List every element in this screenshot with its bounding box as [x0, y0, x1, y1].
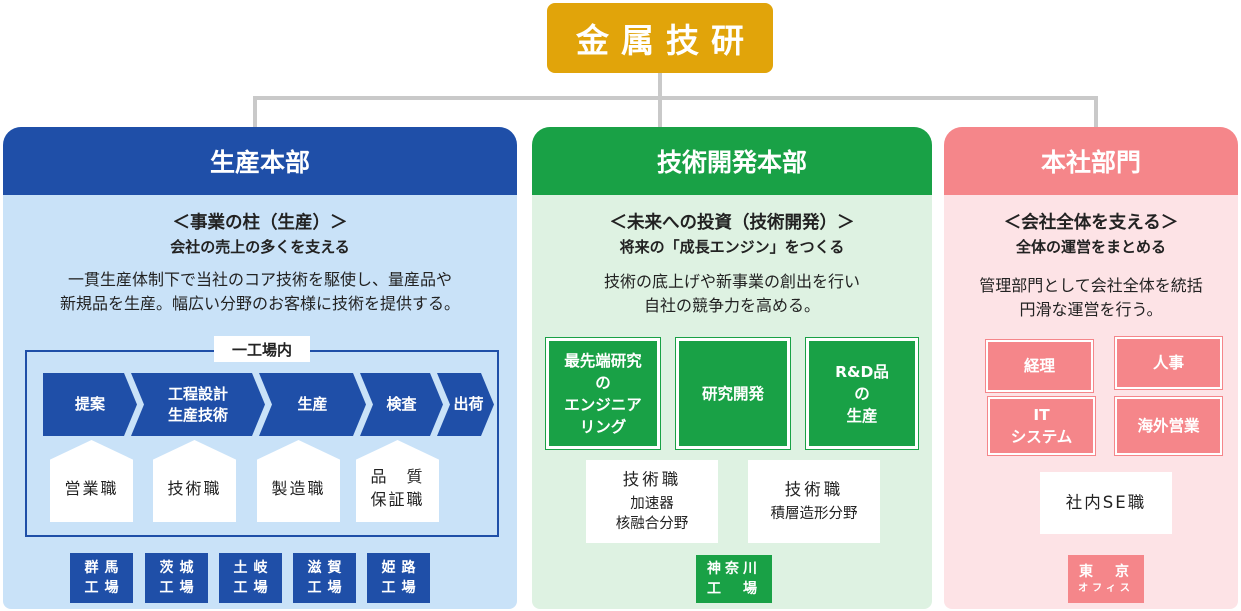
production-tagline: ＜事業の柱（生産）＞ — [172, 212, 348, 233]
site-label: 東 京 — [1079, 564, 1133, 580]
dept-overseas-sales: 海外営業 — [1114, 396, 1223, 456]
dept-it-system: IT システム — [987, 396, 1096, 456]
site-himeji: 姫路 工場 — [367, 553, 430, 603]
tech-box-label: 研究開発 — [701, 384, 764, 403]
tech-box-label: 最先端研究 — [564, 351, 642, 370]
tech-box-label: 生産 — [846, 406, 878, 425]
dept-label: 人事 — [1152, 354, 1184, 372]
tech-role-field: 核融合分野 — [615, 515, 689, 532]
role-label: 保証職 — [370, 490, 425, 509]
production-header: 生産本部 — [3, 127, 517, 195]
hq-desc-line2: 円滑な運営を行う。 — [1019, 300, 1163, 319]
site-ibaraki: 茨城 工場 — [145, 553, 208, 603]
hq-header: 本社部門 — [944, 127, 1238, 195]
connector-middle — [658, 96, 662, 130]
dept-accounting: 経理 — [985, 339, 1094, 393]
tech-box-advanced-engineering: 最先端研究 の エンジニア リング — [545, 337, 661, 450]
connector-right — [1094, 96, 1098, 130]
flow-step-proposal: 提案 — [43, 373, 137, 436]
site-label: 工場 — [381, 580, 422, 596]
dept-label: 海外営業 — [1137, 417, 1200, 435]
site-label: 工場 — [84, 580, 125, 596]
role-engineer: 技術職 — [153, 440, 236, 522]
tech-box-rnd-production: R&D品 の 生産 — [805, 337, 919, 450]
flow-step-production: 生産 — [259, 373, 366, 436]
flow-step-label: 検査 — [386, 395, 417, 413]
flow-step-inspection: 検査 — [360, 373, 443, 436]
site-label: 工場 — [307, 580, 348, 596]
tech-subline: 将来の「成長エンジン」をつくる — [619, 237, 845, 256]
site-label: 茨城 — [159, 560, 200, 576]
tech-title: 技術開発本部 — [656, 148, 807, 177]
role-label: 製造職 — [271, 478, 326, 498]
production-desc-line2: 新規品を生産。幅広い分野のお客様に技術を提供する。 — [59, 294, 460, 313]
dept-label: 経理 — [1023, 357, 1055, 375]
tech-box-label: の — [595, 373, 611, 392]
hq-title: 本社部門 — [1040, 148, 1141, 177]
tech-desc-line2: 自社の競争力を高める。 — [643, 296, 820, 315]
site-shiga: 滋賀 工場 — [293, 553, 356, 603]
site-label: 工場 — [159, 580, 200, 596]
flow-step-label: 生産 — [297, 395, 328, 413]
hq-subline: 全体の運営をまとめる — [1015, 237, 1166, 256]
site-label: 姫路 — [381, 560, 422, 576]
tech-role-title: 技術職 — [622, 469, 682, 489]
tech-role-field: 積層造形分野 — [770, 505, 858, 522]
tech-role-field: 加速器 — [630, 495, 674, 512]
flow-step-label: 工程設計 — [167, 384, 228, 403]
tech-box-rnd: 研究開発 — [675, 337, 791, 450]
role-quality-assurance: 品 質 保証職 — [356, 440, 439, 522]
site-label: オフィス — [1078, 583, 1134, 594]
connector-left — [253, 96, 257, 130]
tech-box-label: の — [854, 384, 870, 403]
role-manufacturing: 製造職 — [257, 440, 340, 522]
flow-step-process-design: 工程設計 生産技術 — [131, 373, 265, 436]
flow-step-label: 生産技術 — [167, 405, 228, 424]
connector-vertical-top — [658, 73, 662, 98]
factory-label: 一工場内 — [214, 336, 310, 362]
tech-tagline: ＜未来への投資（技術開発）＞ — [609, 212, 855, 233]
tech-box-label: リング — [579, 417, 627, 436]
site-label: 神奈川 — [707, 561, 761, 577]
dept-label: IT — [1033, 406, 1050, 424]
flow-step-shipping: 出荷 — [437, 373, 494, 436]
site-kanagawa: 神奈川 工 場 — [696, 555, 772, 603]
tech-box-label: R&D品 — [835, 362, 889, 381]
tech-desc-line1: 技術の底上げや新事業の創出を行い — [603, 272, 860, 291]
role-label: 営業職 — [64, 478, 119, 498]
flow-step-label: 出荷 — [453, 395, 484, 413]
site-label: 土岐 — [233, 560, 274, 576]
production-subline: 会社の売上の多くを支える — [170, 237, 350, 256]
company-name: 金属技研 — [576, 21, 756, 60]
role-label: 技術職 — [167, 478, 222, 498]
role-label: 品 質 — [370, 467, 425, 486]
flow-step-label: 提案 — [74, 395, 105, 413]
tech-role-additive: 技術職 積層造形分野 — [748, 460, 880, 543]
site-label: 工場 — [233, 580, 274, 596]
connector-horizontal — [253, 96, 1098, 100]
hq-role-se: 社内SE職 — [1040, 472, 1172, 534]
hq-desc-line1: 管理部門として会社全体を統括 — [979, 276, 1203, 295]
site-label: 群馬 — [84, 560, 125, 576]
site-gunma: 群馬 工場 — [70, 553, 133, 603]
site-label: 工 場 — [707, 581, 761, 597]
tech-box-label: エンジニア — [564, 395, 642, 414]
production-title: 生産本部 — [209, 148, 310, 177]
company-box: 金属技研 — [547, 3, 773, 73]
hq-tagline: ＜会社全体を支える＞ — [1003, 212, 1179, 233]
tech-header: 技術開発本部 — [532, 127, 932, 195]
dept-hr: 人事 — [1114, 336, 1223, 390]
hq-role-label: 社内SE職 — [1065, 493, 1147, 512]
site-tokyo-office: 東 京 オフィス — [1068, 555, 1144, 603]
site-label: 滋賀 — [307, 560, 348, 576]
site-toki: 土岐 工場 — [219, 553, 282, 603]
role-sales: 営業職 — [50, 440, 133, 522]
tech-role-accelerator: 技術職 加速器 核融合分野 — [586, 460, 718, 543]
dept-label: システム — [1010, 428, 1073, 446]
tech-role-title: 技術職 — [784, 479, 844, 499]
production-desc-line1: 一貫生産体制下で当社のコア技術を駆使し、量産品や — [67, 270, 452, 289]
